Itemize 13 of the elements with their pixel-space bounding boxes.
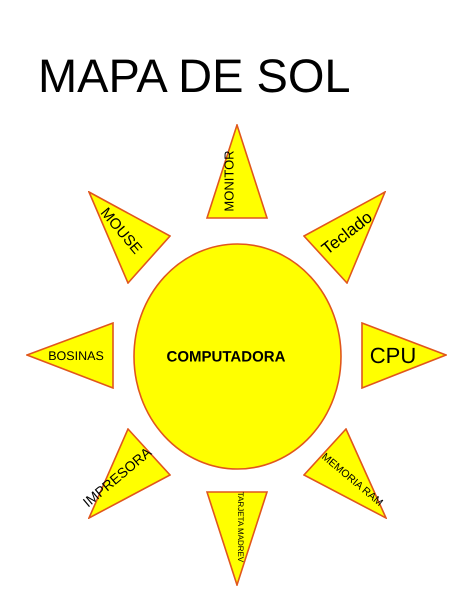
ray-label: CPU: [370, 345, 416, 367]
ray-triangle: [361, 322, 447, 389]
title: MAPA DE SOL: [38, 48, 351, 104]
ray-label: MONITOR: [222, 150, 236, 212]
ray-triangle: [88, 191, 171, 284]
ray-label: TARJETA MADREV: [236, 492, 244, 562]
ray-triangle: [303, 428, 387, 519]
ray-triangle: [26, 322, 114, 389]
ray-triangle: [303, 191, 386, 284]
ray-triangle: [206, 124, 268, 219]
ray-triangle: [206, 491, 268, 586]
ray-label: BOSINAS: [48, 350, 104, 362]
center-label: COMPUTADORA: [166, 350, 286, 364]
